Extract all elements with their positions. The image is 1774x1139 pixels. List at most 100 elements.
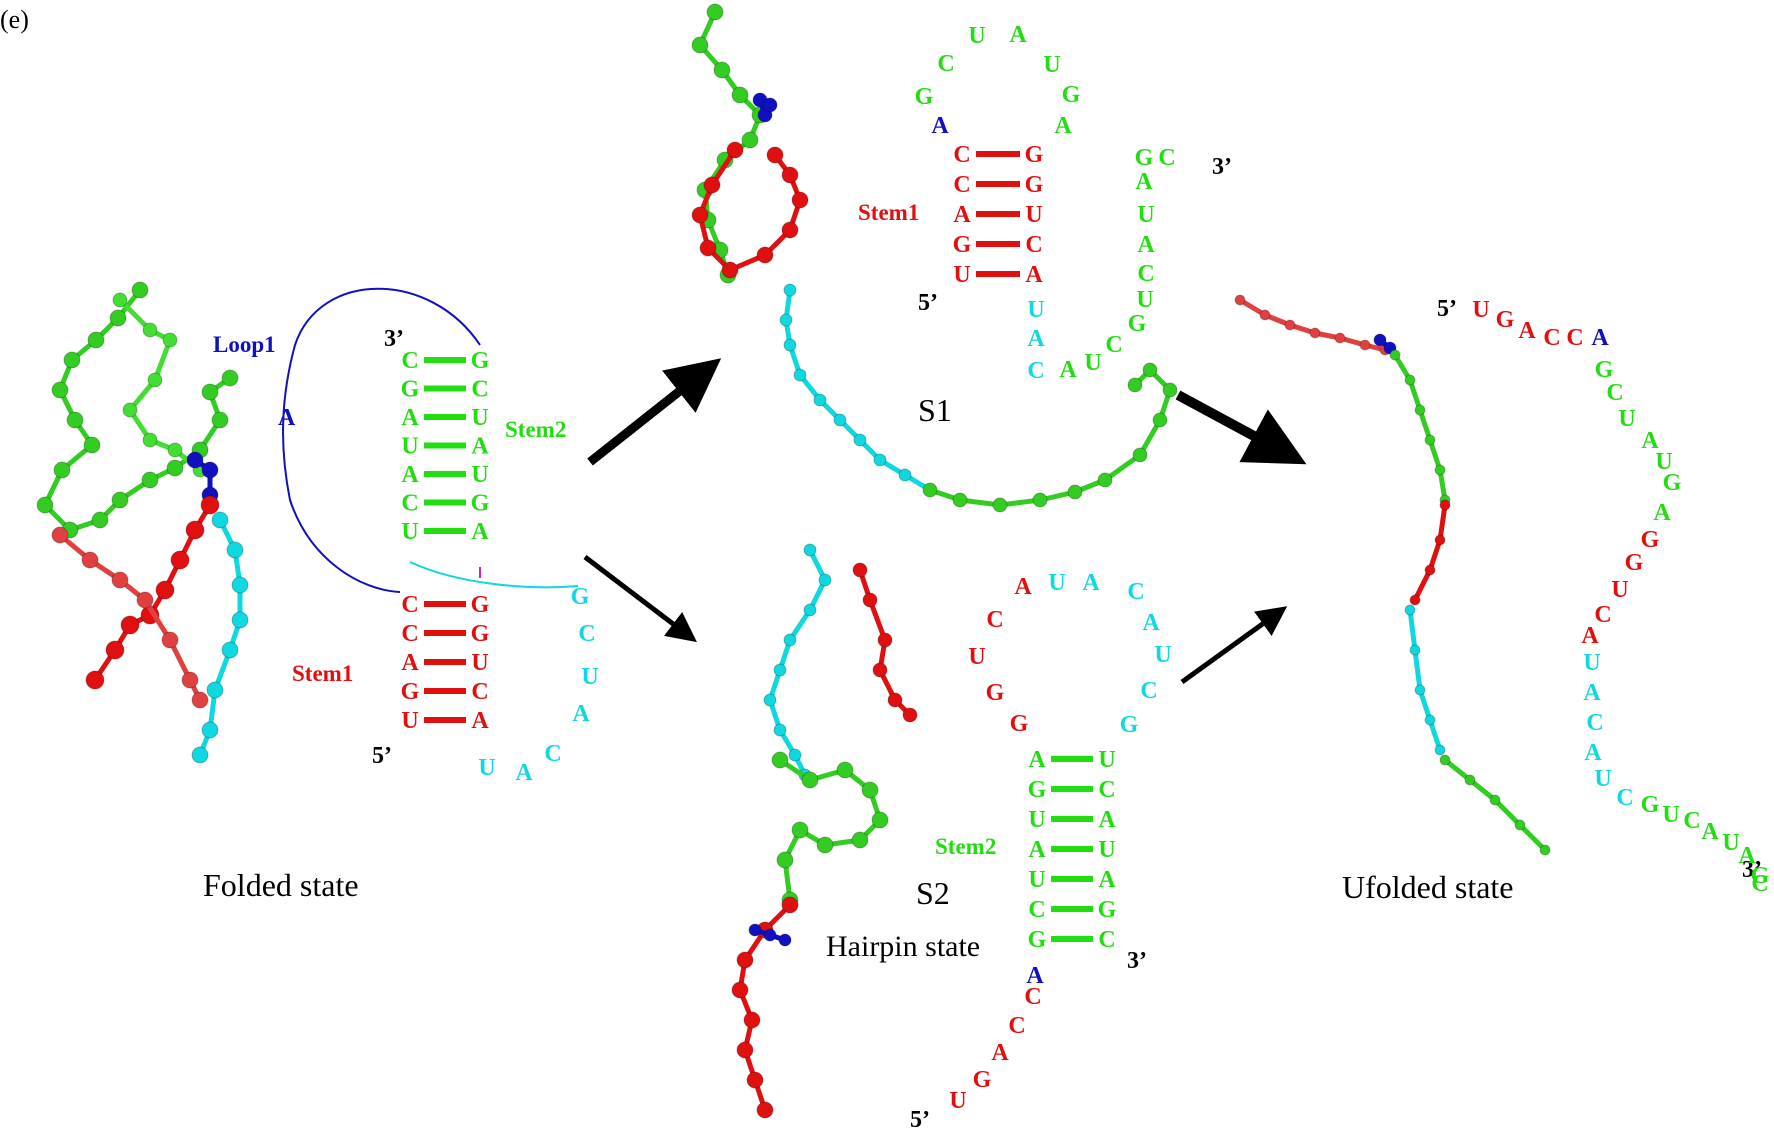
folded-model-green-atom [201,383,219,401]
s1-model-red-backbone [697,148,803,273]
s2-stem2-right-base: C [1098,777,1115,803]
s1-model-green-atom [741,131,759,149]
unf-model-red2-atom [1409,594,1421,606]
folded-stem1-left-base: G [401,679,420,705]
s1-tail-green-base: C [1105,332,1122,358]
s1-model-cyan-atom [813,393,827,407]
s2-model-green-atom [771,751,789,769]
s1-stem1-right-base: U [1025,202,1042,228]
unfolded-base: A [1581,623,1599,649]
unf-model-cyan-atom [1414,684,1426,696]
s2-loop-cyan-base: U [1048,570,1065,596]
s1-stem1-left-base: C [953,142,970,168]
s1-stem1-left-base: A [953,202,971,228]
s2-stem2-left-base: U [1028,807,1045,833]
s1-model-red-atom [791,191,809,209]
s2-model-red2-atom [743,1011,761,1029]
s2-model-green-atom [816,836,834,854]
unf-model-blue-atom [1373,333,1387,347]
folded-model-green2-atom [147,372,163,388]
folded-model-green2-atom [112,292,128,308]
unfolded-base: A [1738,843,1756,869]
folded-model-cyan-atom [226,541,244,559]
folded-model-blue-atom [201,461,219,479]
s1-model-green2-atom [1127,377,1143,393]
folded-model-cyan-atom [231,576,249,594]
s2-model-blue [748,923,792,947]
transition-arrows [583,358,1307,685]
s2-stem2-right-base: C [1098,927,1115,953]
folded-stem1-left-base: A [401,650,419,676]
folded-model-green-atom [51,381,69,399]
folded-stem1-left-base: U [401,708,418,734]
unfolded-base: G [1751,863,1770,889]
s1-model-cyan-backbone [783,289,932,493]
folded-model-red-atom [200,495,220,515]
folded-stem2-left-base: A [401,405,419,431]
s2-stem2-right-base: A [1098,867,1116,893]
folded-stem2-left-base: U [401,434,418,460]
s1-loop-base: G [1062,82,1081,108]
folded-stem2-left-base: U [401,519,418,545]
unfolded-three-prime: 3’ [1742,857,1762,883]
folded-stem1-right-base: U [471,650,488,676]
folded-stem1-right-base: C [471,679,488,705]
folded-tail-base: U [478,755,495,781]
s1-model-green2-atom [1162,382,1178,398]
s1-model-green2-atom [1032,492,1048,508]
folded-stem2-label: Stem2 [505,417,566,442]
s2-model-green-atom [836,761,854,779]
unf-model-red-atom [1284,319,1296,331]
folded-model-red [85,495,220,690]
s1-stem1-left-base: G [953,232,972,258]
s1-model-red-atom [766,146,784,164]
unf-model-green [1389,349,1451,506]
s1-model-red-atom [726,141,744,159]
s1-stem1-right-base: A [1025,262,1043,288]
s2-model-cyan-atom [763,693,777,707]
folded-stem1-right-base: G [471,621,490,647]
s2-model-cyan-atom [773,663,787,677]
s1-model-green2-atom [1067,484,1083,500]
s2-model-red-atom [862,592,878,608]
folded-model-green-atom [211,411,229,429]
unf-model-red2-atom [1434,534,1446,546]
s1-stem1-right-base: C [1025,232,1042,258]
folded-model-red2-atom [191,691,209,709]
folded-model-green-atom [141,471,159,489]
s2-tail-red-base: U [949,1088,966,1114]
folded-five-prime: 5’ [372,743,392,769]
s2-loop-cyan-base: C [1140,678,1157,704]
folded-model-red-atom [85,670,105,690]
s2-loop-red-base: U [968,644,985,670]
s2-loop-cyan-base: U [1154,642,1171,668]
s1-model-blue [752,92,778,123]
s2-stem2-left-base: G [1028,777,1047,803]
s2-model-green [771,751,889,909]
s1-five-prime: 5’ [918,290,938,316]
s1-model-red-atom [691,206,709,224]
folded-stem2-right-base: U [471,405,488,431]
s2-model-cyan-atom [788,748,802,762]
s1-model-red-atom [756,246,774,264]
folded-three-prime: 3’ [384,326,404,352]
s2-model-green-atom [801,771,819,789]
s1-tail-cyan-base: A [1027,326,1045,352]
unfolded-base: U [1655,449,1672,475]
s1-model-cyan-atom [779,313,793,327]
folded-model-green-atom [166,459,184,477]
s2-model-cyan-atom [783,633,797,647]
s1-stem1-right-base: G [1025,172,1044,198]
folded-model-green-atom [83,436,101,454]
arrow-folded-to-s2 [583,555,697,643]
s2-five-prime: 5’ [910,1107,930,1133]
s2-stem2-right-base: U [1098,837,1115,863]
folded-model-cyan-atom [211,511,229,529]
s1-loop-base: U [1043,52,1060,78]
s2-loop-cyan-base: C [1127,579,1144,605]
folded-model-blue [186,451,219,504]
